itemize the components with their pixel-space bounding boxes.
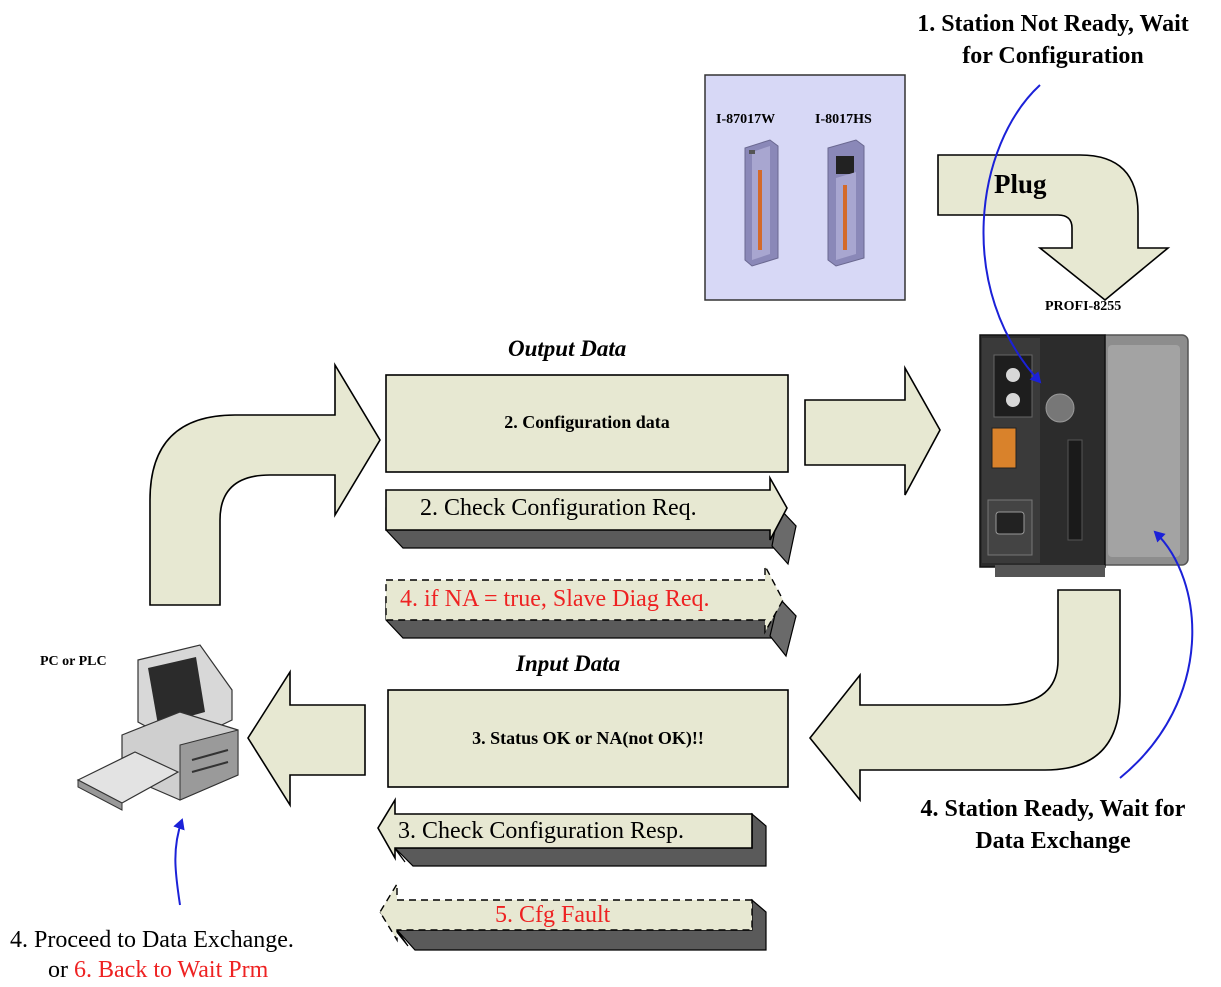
module-panel	[704, 74, 906, 301]
cfg-fault-text: 5. Cfg Fault	[495, 902, 611, 928]
station-not-ready-line1: 1. Station Not Ready, Wait	[917, 11, 1189, 37]
cfg-fault-arrow	[379, 881, 767, 951]
check-config-resp-arrow	[377, 797, 767, 867]
pc-to-output-arrow	[149, 362, 381, 606]
proceed-line2: or 6. Back to Wait Prm	[48, 957, 269, 983]
annotation-arrow-proceed	[173, 818, 185, 906]
proceed-line1: 4. Proceed to Data Exchange.	[10, 927, 294, 953]
output-data-title: Output Data	[508, 336, 627, 361]
check-config-req-arrow	[385, 474, 797, 566]
status-text: 3. Status OK or NA(not OK)!!	[472, 728, 704, 748]
module-label-2: I-8017HS	[815, 112, 872, 127]
input-data-title: Input Data	[516, 651, 621, 676]
annotation-arrow-ready	[1119, 530, 1194, 779]
device-label: PROFI-8255	[1045, 299, 1122, 314]
pc-label: PC or PLC	[40, 654, 107, 669]
pc-computer-image	[76, 644, 239, 811]
module-label-1: I-87017W	[716, 112, 776, 127]
station-not-ready-line2: for Configuration	[962, 43, 1144, 69]
slave-diag-req-text: 4. if NA = true, Slave Diag Req.	[400, 586, 710, 612]
back-to-wait-prm-text: 6. Back to Wait Prm	[74, 957, 269, 983]
slave-diag-req-arrow	[385, 565, 797, 658]
status-box	[387, 689, 789, 788]
input-to-pc-arrow	[247, 669, 366, 808]
station-not-ready-text: 1. Station Not Ready, Wait for Configura…	[888, 8, 1218, 72]
station-ready-line1: 4. Station Ready, Wait for	[920, 796, 1186, 822]
plug-label: Plug	[994, 169, 1047, 199]
plug-arrow	[937, 154, 1171, 302]
module-8017hs-image	[827, 139, 865, 267]
device-to-input-arrow	[808, 589, 1121, 803]
proceed-or-text: or	[48, 957, 74, 983]
configuration-data-text: 2. Configuration data	[504, 412, 670, 432]
annotation-arrow-not-ready	[982, 84, 1042, 384]
configuration-data-box	[385, 374, 789, 473]
station-ready-line2: Data Exchange	[975, 828, 1131, 854]
output-to-device-arrow	[804, 364, 941, 496]
station-ready-text: 4. Station Ready, Wait for Data Exchange	[888, 793, 1218, 857]
profi-8255-device-image	[979, 334, 1189, 577]
check-config-req-text: 2. Check Configuration Req.	[420, 495, 697, 521]
check-config-resp-text: 3. Check Configuration Resp.	[398, 818, 684, 844]
module-87017w-image	[744, 139, 779, 267]
